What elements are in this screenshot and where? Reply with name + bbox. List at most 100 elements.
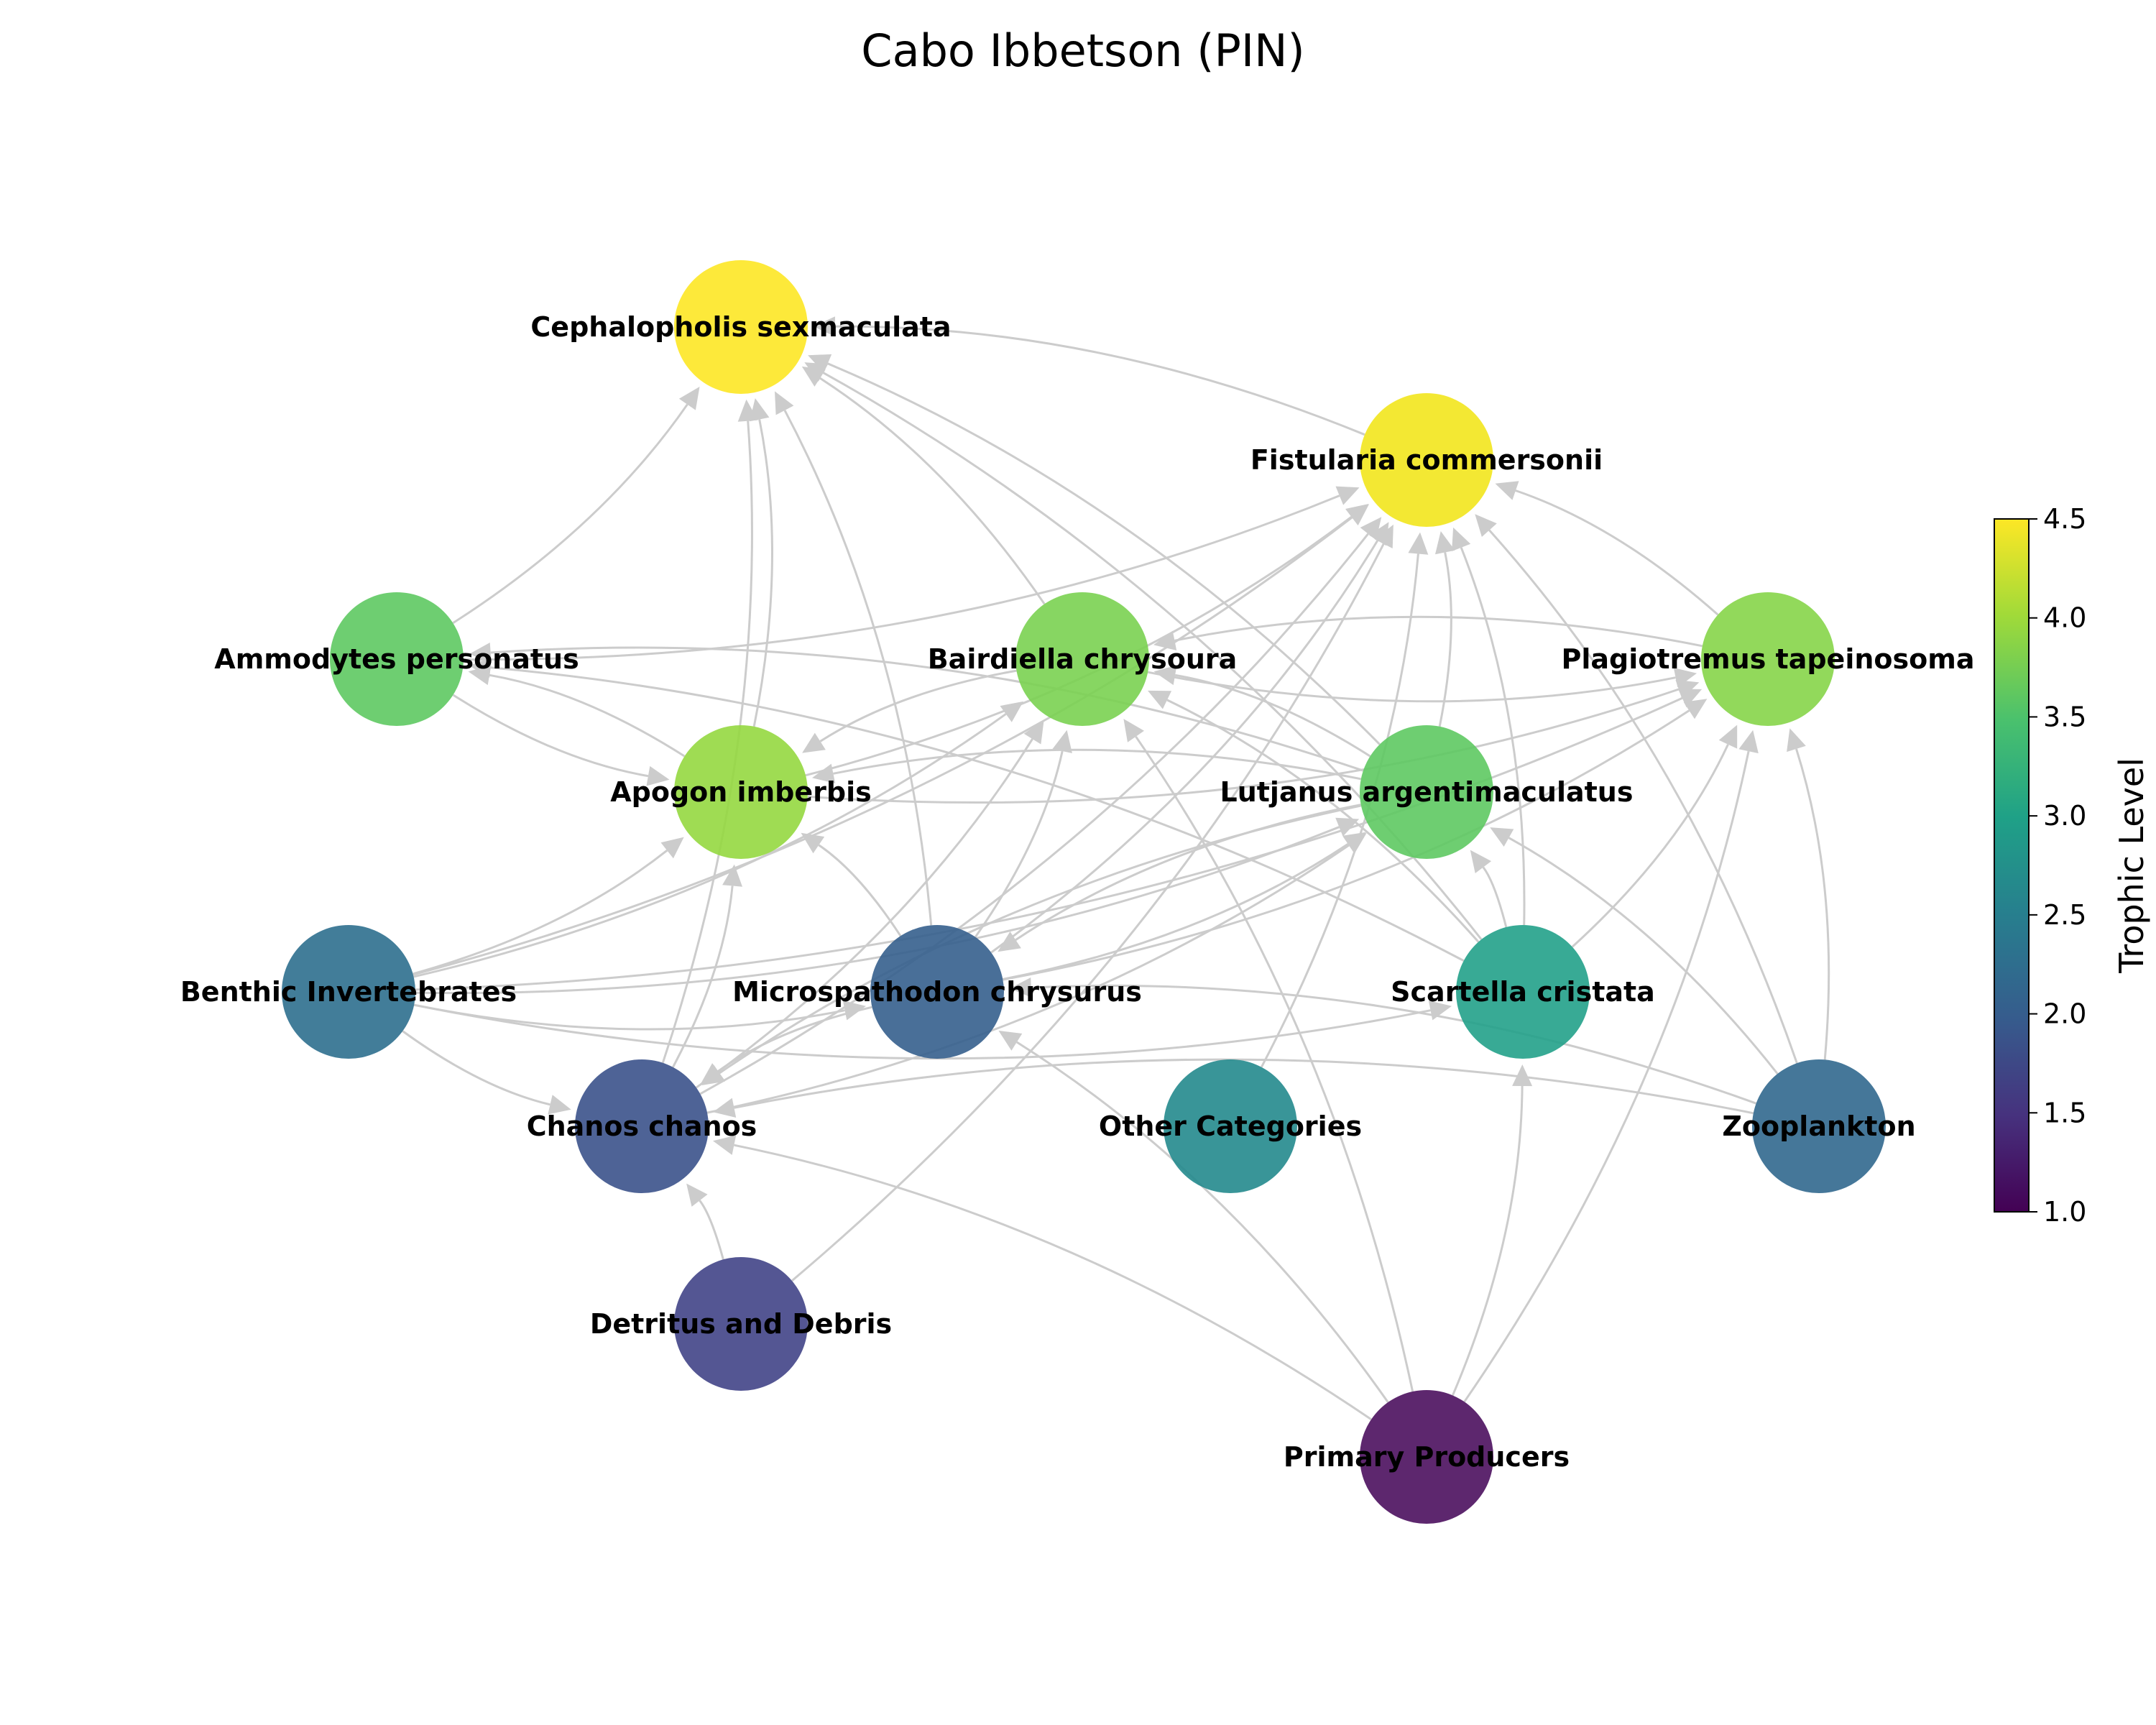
colorbar-tick-label: 1.5 bbox=[2043, 1097, 2086, 1128]
edge-arrowhead bbox=[469, 643, 492, 663]
edge-line bbox=[695, 738, 1033, 1089]
edge-line bbox=[672, 886, 734, 1068]
edge-zooplankton-to-plagiotremus bbox=[1787, 728, 1830, 1060]
edge-zooplankton-to-lutjanus bbox=[1490, 827, 1779, 1075]
node-label: Zooplankton bbox=[1722, 1110, 1915, 1142]
node-circle bbox=[1360, 725, 1493, 859]
edge-arrowhead bbox=[1435, 531, 1455, 555]
edge-primary-to-plagiotremus bbox=[1463, 730, 1759, 1403]
edge-arrowhead bbox=[1787, 728, 1806, 753]
edge-arrowhead bbox=[1738, 730, 1759, 754]
edge-primary-to-bairdiella bbox=[1123, 719, 1414, 1392]
edge-benthic-to-bairdiella bbox=[413, 701, 1023, 978]
edge-detritus-to-fistularia bbox=[791, 524, 1393, 1282]
edge-line bbox=[490, 666, 1465, 962]
edge-chanos-to-apogon bbox=[672, 864, 742, 1068]
edge-arrowhead bbox=[701, 1064, 725, 1085]
edge-arrowhead bbox=[998, 932, 1021, 952]
node-other: Other Categories bbox=[1099, 1059, 1362, 1193]
node-zooplankton: Zooplankton bbox=[1722, 1059, 1916, 1193]
edge-line bbox=[1135, 735, 1414, 1392]
node-detritus: Detritus and Debris bbox=[590, 1257, 892, 1391]
colorbar-tick-label: 3.5 bbox=[2043, 701, 2086, 732]
edge-line bbox=[413, 713, 1007, 978]
edge-arrowhead bbox=[1052, 730, 1072, 753]
edge-line bbox=[413, 850, 668, 975]
node-label: Benthic Invertebrates bbox=[180, 976, 517, 1008]
edge-ammodytes-to-apogon bbox=[452, 694, 670, 786]
edge-arrowhead bbox=[1335, 817, 1360, 837]
node-apogon: Apogon imberbis bbox=[610, 725, 872, 859]
edge-line bbox=[1488, 529, 1798, 1064]
edge-apogon-to-ammodytes bbox=[468, 665, 686, 758]
edge-plagiotremus-to-bairdiella bbox=[1153, 615, 1703, 650]
edge-arrowhead bbox=[1470, 850, 1492, 873]
node-plagiotremus: Plagiotremus tapeinosoma bbox=[1562, 592, 1974, 726]
edge-arrowhead bbox=[1023, 720, 1044, 745]
node-label: Primary Producers bbox=[1284, 1441, 1570, 1473]
colorbar-tick-label: 4.5 bbox=[2043, 503, 2086, 535]
edge-microspathodon-to-cephalopholis bbox=[775, 391, 933, 926]
node-label: Fistularia commersonii bbox=[1250, 444, 1603, 476]
edge-arrowhead bbox=[1452, 527, 1471, 551]
edge-line bbox=[734, 1144, 1372, 1421]
node-bairdiella: Bairdiella chrysoura bbox=[928, 592, 1237, 726]
edge-line bbox=[1174, 673, 1371, 758]
node-label: Scartella cristata bbox=[1391, 976, 1655, 1008]
edge-arrowhead bbox=[1009, 978, 1032, 998]
edge-arrowhead bbox=[1342, 832, 1366, 852]
edge-line bbox=[699, 1200, 724, 1260]
colorbar-ticks: 1.01.52.02.53.03.54.04.5 bbox=[2029, 503, 2086, 1228]
edge-line bbox=[818, 844, 902, 937]
edge-fistularia-to-cephalopholis bbox=[814, 316, 1365, 436]
edge-arrowhead bbox=[548, 1095, 571, 1115]
edge-line bbox=[752, 419, 773, 727]
node-fistularia: Fistularia commersonii bbox=[1250, 393, 1603, 527]
edge-line bbox=[1016, 1041, 1389, 1403]
edge-line bbox=[1452, 1085, 1524, 1396]
edge-bairdiella-to-cephalopholis bbox=[801, 366, 1046, 605]
edge-zooplankton-to-fistularia bbox=[1475, 514, 1798, 1064]
edge-bairdiella-to-plagiotremus bbox=[1147, 668, 1697, 703]
edge-line bbox=[827, 362, 1381, 745]
node-circle bbox=[1360, 393, 1493, 527]
figure-title: Cabo Ibbetson (PIN) bbox=[861, 24, 1304, 77]
node-circle bbox=[870, 925, 1004, 1059]
edge-line bbox=[706, 844, 1350, 1114]
edge-lutjanus-to-ammodytes bbox=[469, 643, 1364, 772]
edge-microspathodon-to-apogon bbox=[801, 832, 902, 937]
node-circle bbox=[1752, 1059, 1886, 1193]
edge-line bbox=[413, 516, 1353, 976]
colorbar-tick-label: 2.0 bbox=[2043, 998, 2086, 1030]
node-lutjanus: Lutjanus argentimaculatus bbox=[1220, 725, 1633, 859]
edge-arrowhead bbox=[1374, 524, 1393, 548]
edge-benthic-to-apogon bbox=[413, 837, 684, 975]
edge-arrowhead bbox=[1512, 1064, 1533, 1087]
edge-lutjanus-to-microspathodon bbox=[998, 804, 1361, 952]
node-circle bbox=[674, 725, 808, 859]
node-scartella: Scartella cristata bbox=[1391, 925, 1655, 1059]
edge-line bbox=[1147, 671, 1676, 703]
edge-line bbox=[452, 403, 688, 625]
edge-arrowhead bbox=[1148, 690, 1172, 709]
colorbar-tick-label: 4.0 bbox=[2043, 602, 2086, 634]
node-circle bbox=[1701, 592, 1835, 726]
edge-arrowhead bbox=[660, 837, 684, 859]
edge-ammodytes-to-cephalopholis bbox=[452, 387, 700, 625]
edge-line bbox=[1463, 750, 1750, 1403]
edge-primary-to-scartella bbox=[1452, 1064, 1533, 1396]
edge-line bbox=[490, 646, 1364, 772]
edge-arrowhead bbox=[1153, 630, 1177, 650]
edge-arrowhead bbox=[1678, 689, 1703, 708]
edge-arrowhead bbox=[1123, 719, 1144, 742]
edge-arrowhead bbox=[775, 391, 794, 415]
edge-line bbox=[1031, 984, 1757, 1105]
edge-apogon-to-cephalopholis bbox=[750, 398, 773, 727]
node-circle bbox=[330, 592, 464, 726]
edge-line bbox=[1571, 744, 1729, 948]
edge-arrowhead bbox=[1495, 481, 1519, 500]
edge-line bbox=[1795, 748, 1830, 1060]
edge-ammodytes-to-fistularia bbox=[463, 486, 1360, 661]
node-circle bbox=[674, 1257, 808, 1391]
